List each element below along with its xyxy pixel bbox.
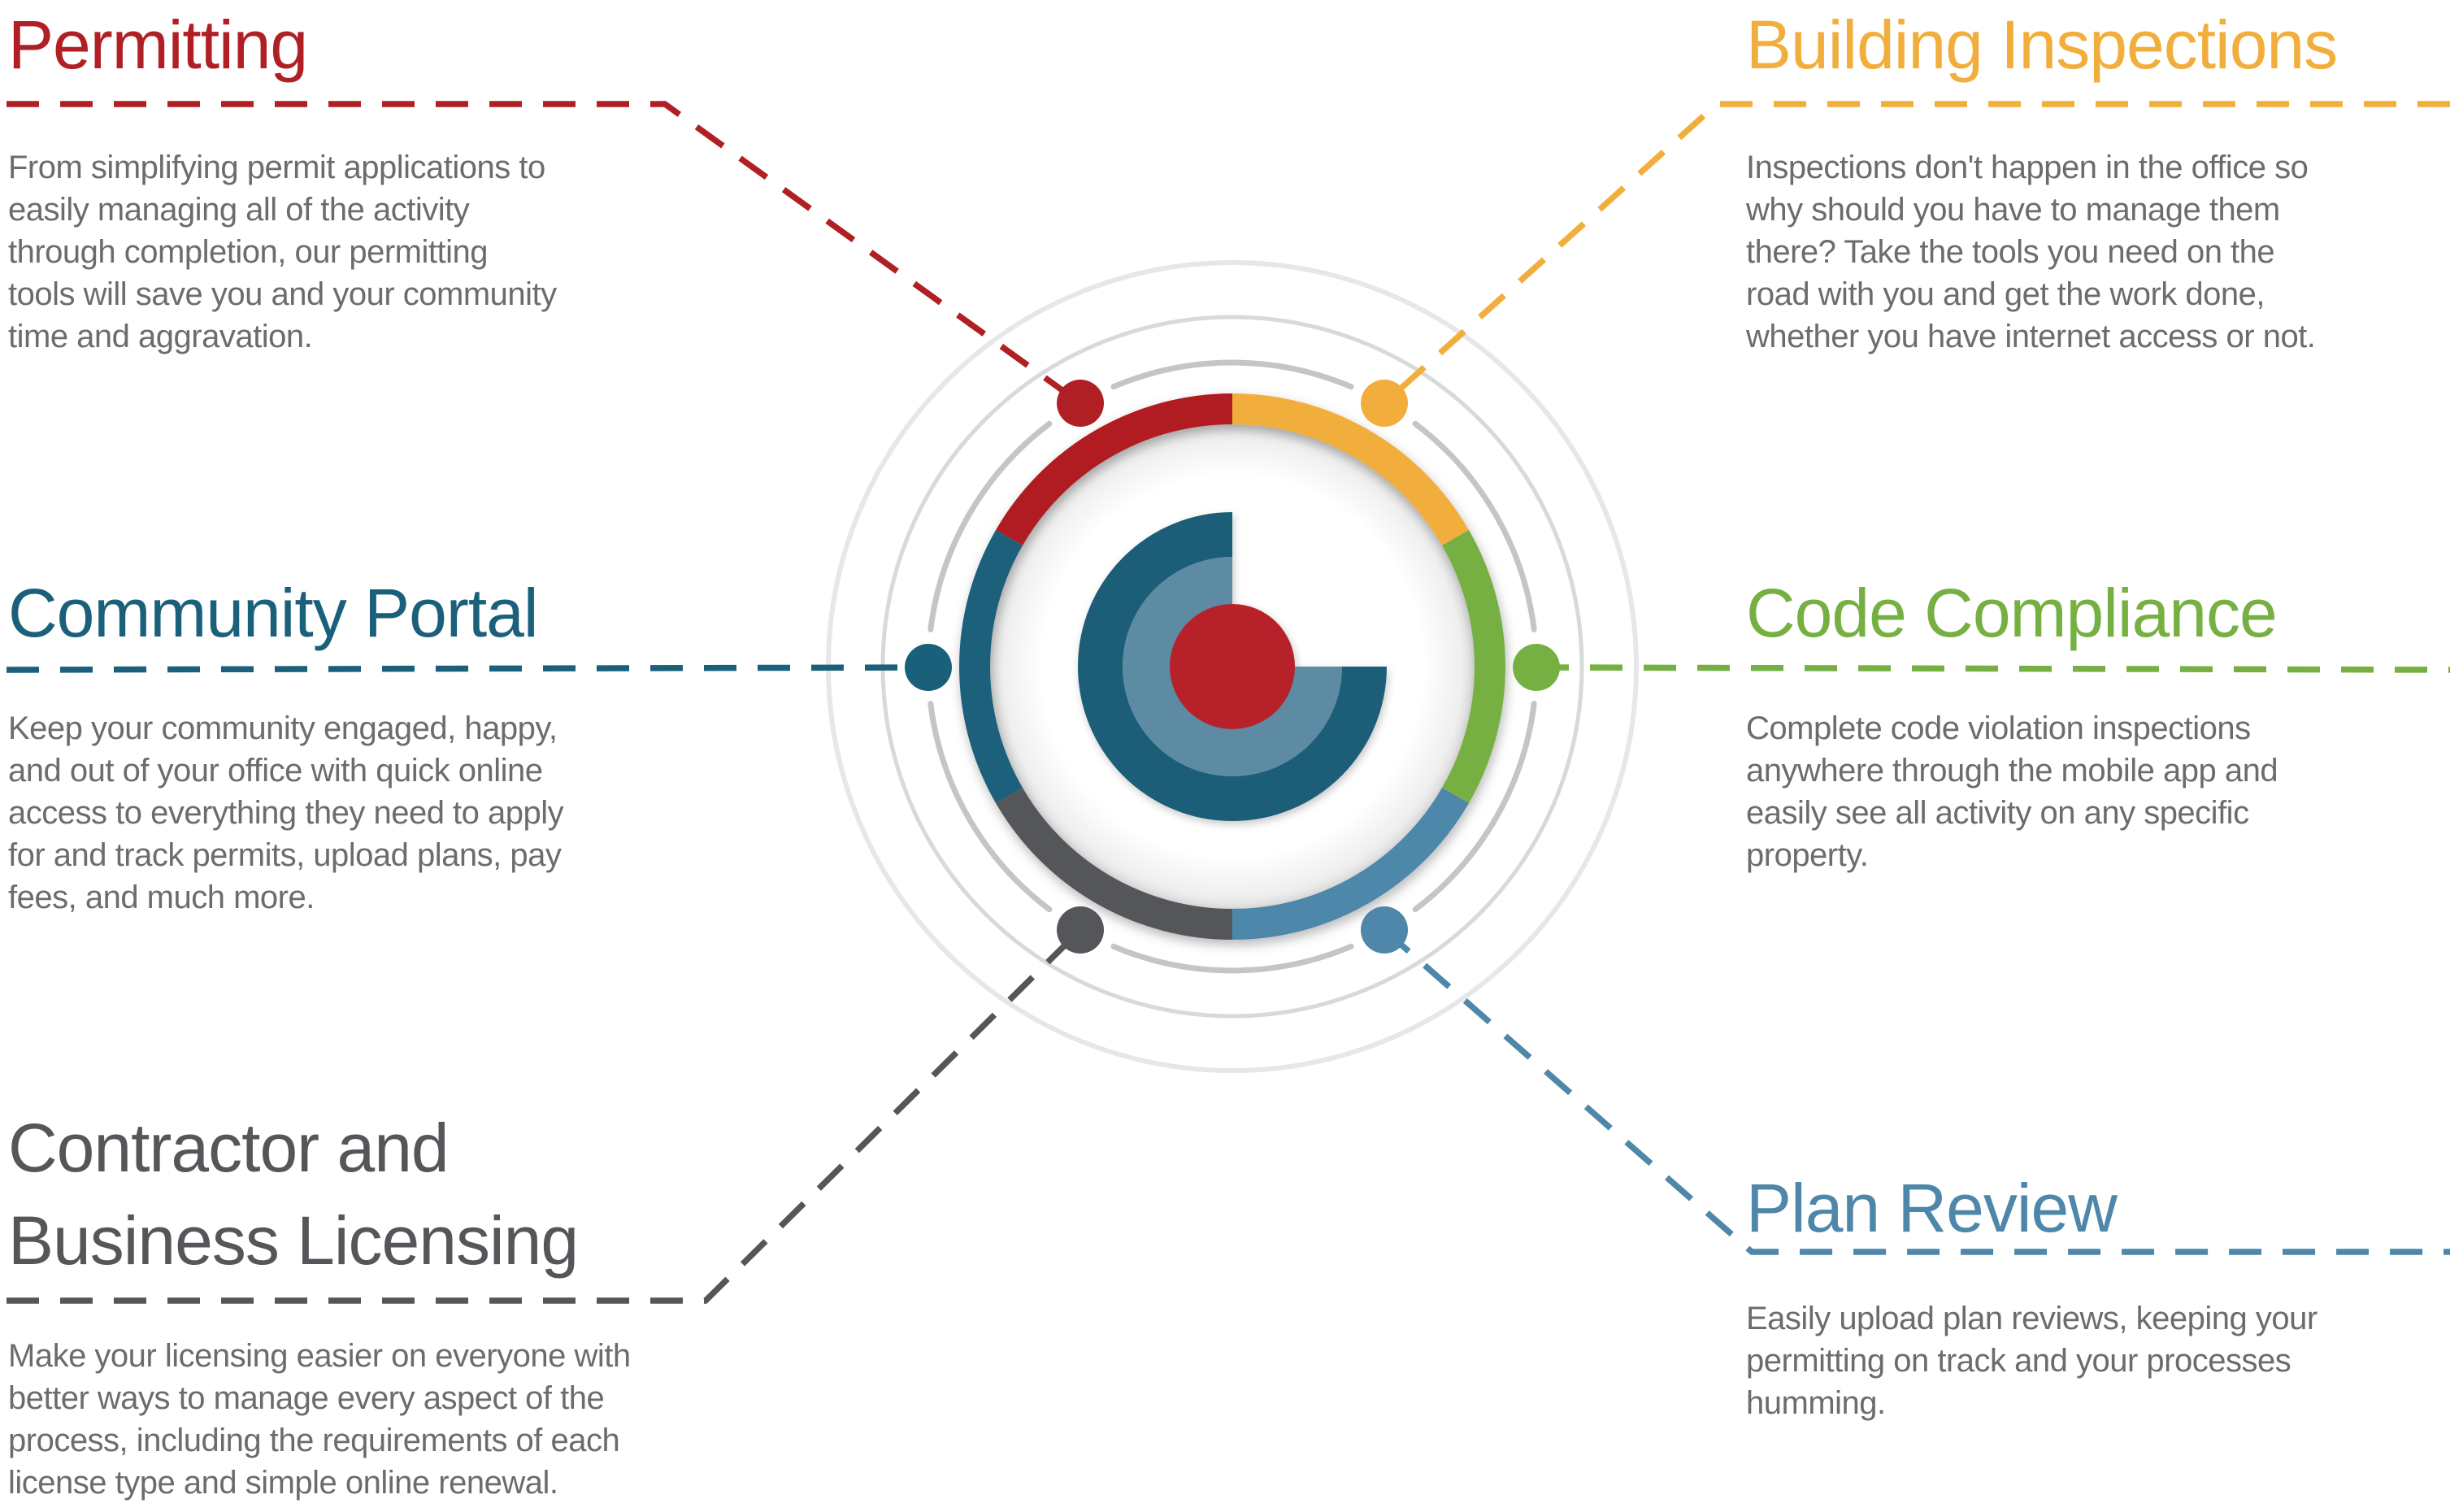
- orbit-arc-bottom-right: [1412, 701, 1537, 913]
- connector-group: [6, 101, 2450, 1304]
- segment-ring: [959, 393, 1505, 940]
- section-code-compliance: Code Compliance Complete code violation …: [1746, 567, 2450, 873]
- building-inspections-description: Inspections don't happen in the office s…: [1746, 150, 2316, 354]
- orbit-arc-top: [1110, 359, 1354, 390]
- connector-building-inspections: [1382, 101, 2450, 406]
- permitting-title: Permitting: [8, 7, 308, 83]
- plan-review-description: Easily upload plan reviews, keeping your…: [1746, 1301, 2318, 1421]
- orbit-arc-bottom-left: [927, 701, 1053, 913]
- connector-contractor-licensing: [7, 928, 1083, 1304]
- section-contractor-licensing: Contractor and Business Licensing Make y…: [8, 1101, 821, 1501]
- ring-segment-community-portal: [959, 530, 1023, 803]
- node-dot-contractor-licensing: [1057, 906, 1104, 954]
- orbit-arc-top-left: [927, 420, 1053, 632]
- logo-center-dot: [1170, 604, 1295, 729]
- ring-segment-plan-review: [1232, 787, 1469, 940]
- section-permitting: Permitting From simplifying permit appli…: [8, 0, 821, 354]
- section-community-portal: Community Portal Keep your community eng…: [8, 567, 821, 915]
- connector-code-compliance: [1536, 664, 2450, 673]
- ring-segment-permitting: [996, 393, 1233, 546]
- node-dot-plan-review: [1361, 906, 1408, 954]
- orbit-arc-top-right: [1412, 420, 1537, 632]
- community-portal-title: Community Portal: [8, 575, 539, 651]
- ring-segment-building-inspections: [1232, 393, 1469, 546]
- node-dot-group: [905, 380, 1560, 954]
- code-compliance-title: Code Compliance: [1746, 575, 2278, 651]
- contractor-licensing-description: Make your licensing easier on everyone w…: [8, 1338, 631, 1501]
- code-compliance-description: Complete code violation inspections anyw…: [1746, 710, 2278, 873]
- orbit-arc-group: [927, 359, 1537, 974]
- orbit-arc-bottom: [1110, 943, 1354, 974]
- ring-segment-contractor-licensing: [996, 787, 1233, 940]
- center-logo: [1078, 512, 1387, 821]
- node-dot-community-portal: [905, 644, 952, 691]
- ring-segment-code-compliance: [1441, 530, 1505, 803]
- node-dot-permitting: [1057, 380, 1104, 427]
- community-portal-description: Keep your community engaged, happy, and …: [8, 710, 564, 915]
- node-dot-building-inspections: [1361, 380, 1408, 427]
- connector-plan-review: [1382, 928, 2450, 1255]
- node-dot-code-compliance: [1513, 644, 1560, 691]
- permitting-description: From simplifying permit applications to …: [8, 150, 557, 354]
- section-plan-review: Plan Review Easily upload plan reviews, …: [1746, 1162, 2450, 1421]
- plan-review-title: Plan Review: [1746, 1170, 2118, 1246]
- building-inspections-title: Building Inspections: [1746, 7, 2338, 83]
- section-building-inspections: Building Inspections Inspections don't h…: [1746, 0, 2450, 354]
- contractor-licensing-title: Contractor and Business Licensing: [8, 1110, 579, 1279]
- connector-community-portal: [6, 664, 929, 673]
- connector-permitting: [7, 101, 1083, 406]
